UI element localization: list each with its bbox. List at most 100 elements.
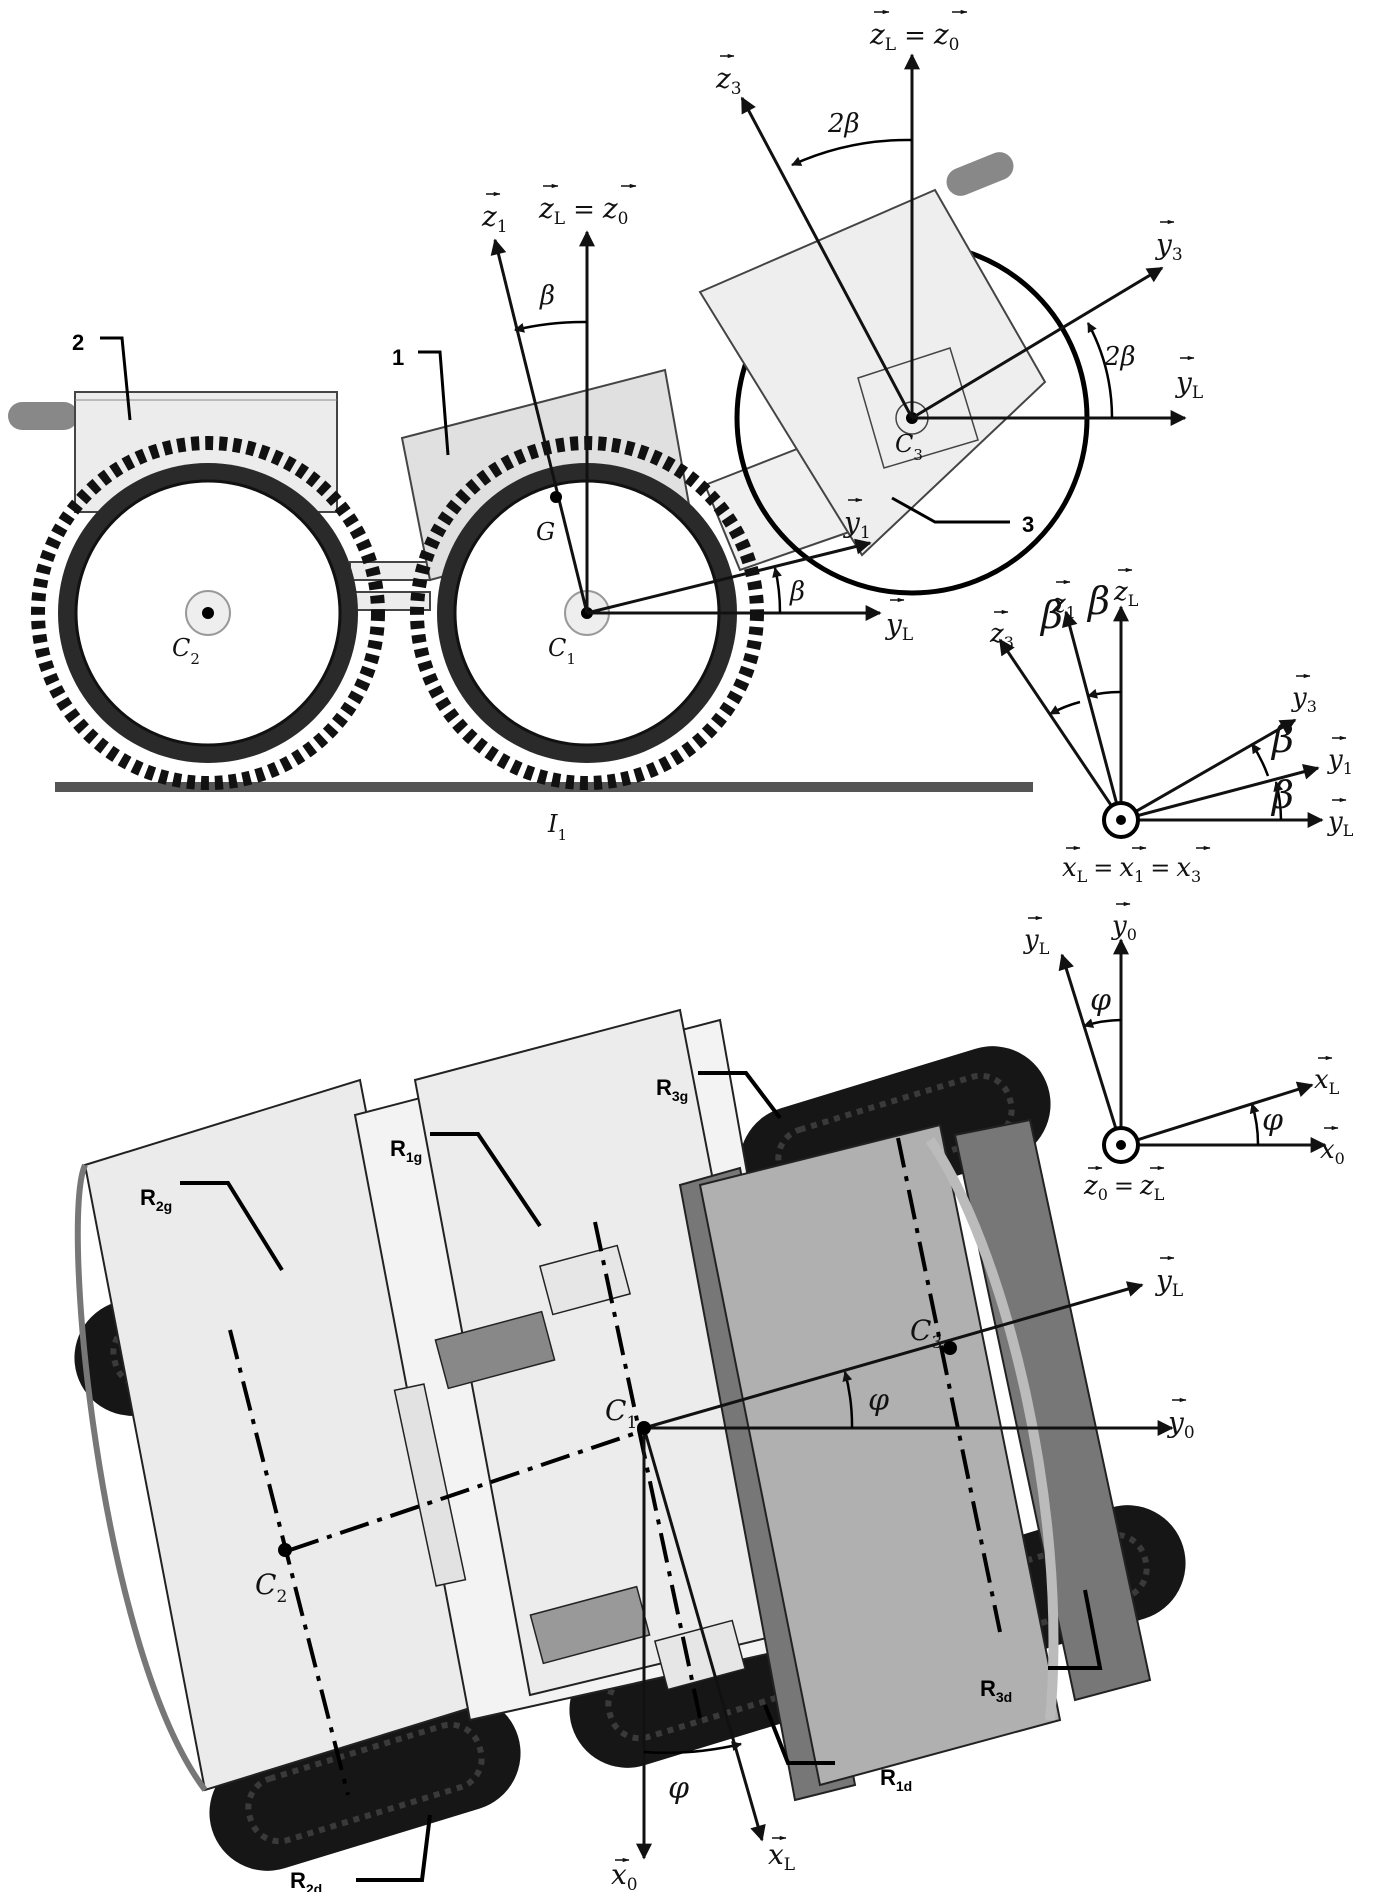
angle-2beta-arc-z: [791, 138, 913, 167]
label-z3: z3: [715, 53, 742, 99]
svg-text:xL: xL: [768, 1838, 795, 1875]
label-x0-top: x0: [611, 1857, 638, 1892]
label-y0-top: y0: [1166, 1397, 1195, 1443]
svg-text:z3: z3: [989, 619, 1014, 652]
label-C2-top: C2: [255, 1568, 287, 1607]
svg-text:z3: z3: [715, 62, 742, 99]
axis-z1: [490, 238, 589, 614]
label-R1d: R1d: [880, 1765, 912, 1794]
point-G: [550, 491, 562, 503]
label-yL-C3: yL: [1174, 355, 1203, 403]
leader-R1d: [763, 1704, 835, 1765]
label-beta-z: β: [539, 281, 555, 311]
leader-R2g: [180, 1181, 284, 1272]
label-2beta-y: 2β: [1103, 342, 1136, 372]
label-C1: C1: [548, 634, 576, 668]
svg-text:x0: x0: [611, 1858, 638, 1892]
axis-xL-top: [642, 1427, 766, 1842]
front-body-3: [698, 152, 1047, 557]
label-R2g: R2g: [140, 1185, 172, 1214]
leader-R3g: [698, 1071, 782, 1120]
svg-text:zL=z0: zL=z0: [869, 18, 959, 55]
svg-text:xL=x1=x3: xL=x1=x3: [1062, 853, 1201, 886]
centerline-longitudinal: [289, 1428, 646, 1552]
axis-z3: [740, 96, 914, 419]
svg-text:φ: φ: [1262, 1103, 1283, 1138]
label-C2: C2: [172, 634, 200, 668]
svg-text:φ: φ: [1090, 983, 1111, 1018]
label-part-2: 2: [72, 330, 84, 355]
svg-text:β: β: [1270, 773, 1294, 817]
angle-2beta-arc-y: [1086, 322, 1114, 419]
point-C2-top: [278, 1543, 292, 1557]
leader-1: [418, 350, 450, 456]
svg-text:xL: xL: [1314, 1065, 1340, 1098]
side-view: 2 1 3 G C1 C2 C3 I1 z1 zL=z0 zL=z0 z3: [8, 9, 1203, 844]
point-C2: [202, 607, 214, 619]
label-2beta-z: 2β: [827, 109, 860, 139]
centerline-axle-3: [896, 1137, 1002, 1633]
rear-wheel: [31, 436, 385, 790]
point-C3-top: [943, 1341, 957, 1355]
top-view: R2g R1g R3g R3d R1d R2d C1 C2 C3 yL y0 x…: [74, 1008, 1195, 1892]
svg-text:zL: zL: [1113, 577, 1139, 610]
label-beta-y: β: [789, 577, 805, 607]
centerline-axle-2: [228, 1329, 350, 1796]
label-G: G: [536, 518, 555, 546]
svg-text:yL: yL: [884, 608, 913, 645]
axis-y1: [586, 538, 872, 615]
label-C1-top: C1: [605, 1394, 637, 1433]
axis-yL-top: [643, 1281, 1144, 1430]
label-yL-C1: yL: [884, 597, 913, 645]
label-phi-x-top: φ: [668, 1771, 689, 1806]
angle-phi-arc-y: [842, 1371, 854, 1429]
svg-text:yL: yL: [1327, 807, 1354, 840]
label-I1: I1: [547, 810, 567, 844]
svg-text:β: β: [1086, 579, 1110, 623]
angle-beta-arc-y: [772, 567, 782, 614]
label-y1: y1: [842, 497, 871, 543]
label-phi-y-top: φ: [868, 1383, 889, 1418]
label-R2d: R2d: [290, 1868, 322, 1892]
label-R3g: R3g: [656, 1075, 688, 1104]
svg-text:z1: z1: [481, 200, 508, 237]
wheel-R2d: [209, 1695, 521, 1871]
label-yL-top: yL: [1154, 1255, 1183, 1301]
angle-beta-arc-z: [514, 320, 588, 333]
label-zL-eq-z0-C1: zL=z0: [538, 183, 637, 229]
svg-text:y0: y0: [1111, 911, 1137, 944]
svg-text:yL: yL: [1174, 366, 1203, 403]
svg-text:y3: y3: [1291, 683, 1317, 716]
point-C1-top: [637, 1421, 651, 1435]
svg-text:x0: x0: [1320, 1135, 1345, 1168]
label-xL-top: xL: [768, 1835, 795, 1875]
top-frame-inset: φ φ yL y0 xL x0 z0=zL: [1023, 901, 1345, 1204]
front-module-plate: [953, 1118, 1152, 1702]
leader-3: [891, 496, 1010, 524]
label-part-3: 3: [1022, 512, 1034, 537]
leader-2: [100, 336, 132, 421]
svg-text:zL=z0: zL=z0: [538, 192, 628, 229]
svg-text:y0: y0: [1166, 1406, 1195, 1443]
axis-y3: [911, 266, 1164, 420]
centerline-axle-1: [593, 1221, 702, 1719]
svg-text:y3: y3: [1154, 228, 1183, 265]
svg-text:y1: y1: [842, 506, 871, 543]
svg-text:yL: yL: [1023, 925, 1050, 958]
svg-text:z0=zL: z0=zL: [1083, 1171, 1165, 1204]
leader-R3d: [1048, 1589, 1103, 1670]
svg-text:y1: y1: [1327, 745, 1353, 778]
leader-R1g: [430, 1132, 542, 1228]
label-z1: z1: [481, 191, 508, 237]
label-C3-top: C3: [910, 1314, 942, 1353]
front-module-top: [698, 1123, 1062, 1787]
label-y3: y3: [1154, 219, 1183, 265]
label-R3d: R3d: [980, 1676, 1012, 1705]
side-frame-inset: β β β β z3 z1 zL y3 y1 yL: [989, 567, 1354, 886]
angle-phi-arc-x: [643, 1741, 742, 1754]
svg-text:β: β: [1039, 593, 1063, 637]
label-part-1: 1: [392, 345, 404, 370]
label-R1g: R1g: [390, 1136, 422, 1165]
label-C3: C3: [895, 430, 923, 464]
